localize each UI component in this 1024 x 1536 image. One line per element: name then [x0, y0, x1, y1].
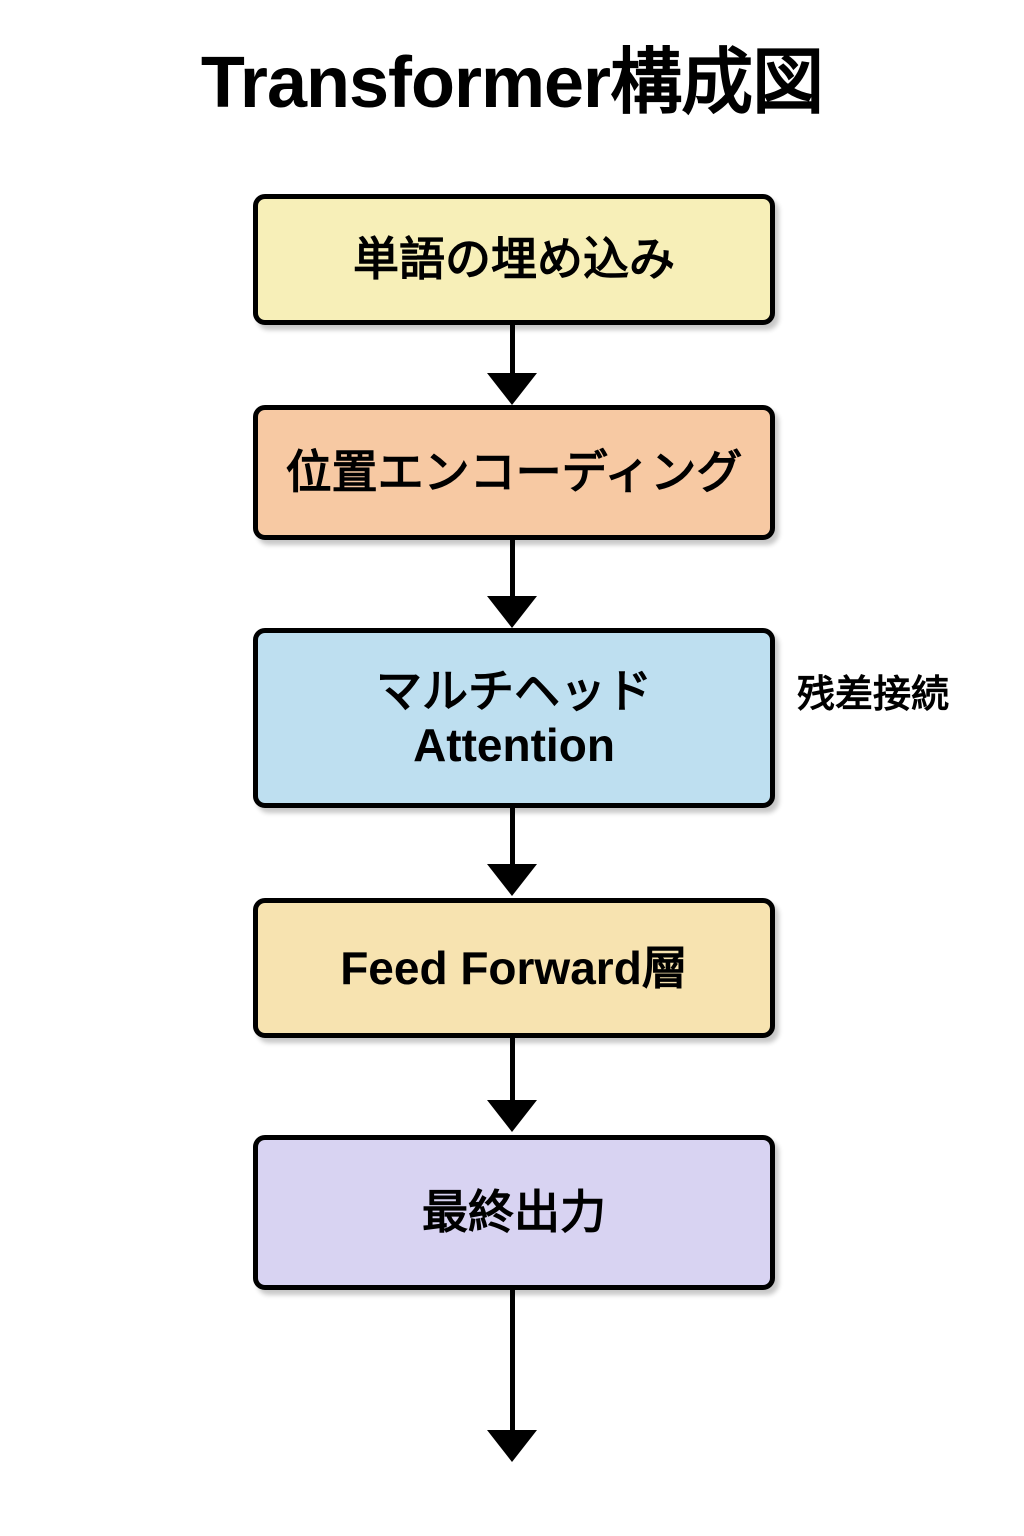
arrow-head-icon [487, 596, 537, 628]
arrow-head-icon [487, 1100, 537, 1132]
edge-line [510, 1038, 515, 1103]
node-word-embedding[interactable]: 単語の埋め込み [253, 194, 775, 325]
edge-line [510, 325, 515, 375]
arrow-head-icon [487, 1430, 537, 1462]
node-feed-forward[interactable]: Feed Forward層 [253, 898, 775, 1038]
arrow-head-icon [487, 373, 537, 405]
node-final-output[interactable]: 最終出力 [253, 1135, 775, 1290]
diagram-title: Transformer構成図 [200, 43, 824, 123]
node-word-embedding-label: 単語の埋め込み [353, 233, 675, 286]
arrow-head-icon [487, 864, 537, 896]
annotation-residual-connection: 残差接続 [797, 674, 950, 716]
edge-line [510, 808, 515, 866]
node-final-output-label: 最終出力 [422, 1186, 606, 1239]
node-positional-encoding-label: 位置エンコーディング [285, 446, 743, 499]
node-multi-head-attention[interactable]: マルチヘッド Attention [253, 628, 775, 808]
node-feed-forward-label: Feed Forward層 [340, 941, 688, 994]
edge-line [510, 540, 515, 600]
edge-line [510, 1290, 515, 1432]
node-positional-encoding[interactable]: 位置エンコーディング [253, 405, 775, 540]
node-multi-head-attention-label: マルチヘッド Attention [376, 664, 652, 771]
